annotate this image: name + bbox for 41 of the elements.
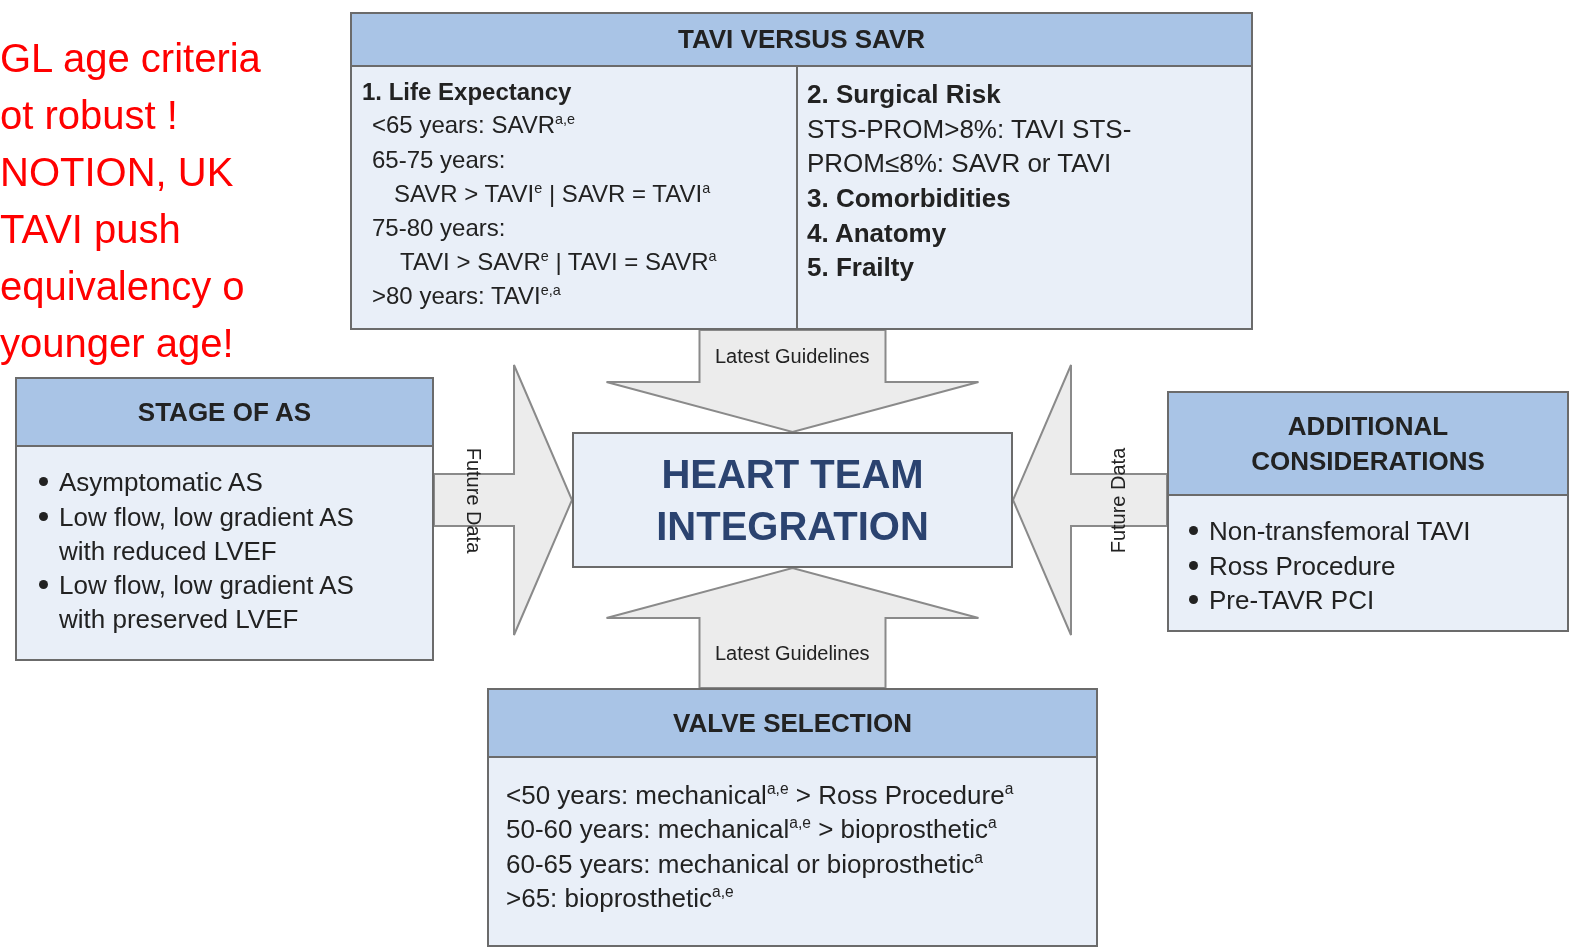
text-line: <65 years: SAVR$^{a,e}$ — [372, 110, 575, 140]
edge-label: Latest Guidelines — [715, 344, 870, 368]
text-line: 65-75 years: — [372, 145, 506, 175]
edge-label: Future Data — [1107, 447, 1131, 553]
considerations-panel — [1167, 391, 1569, 632]
block-arrow — [1011, 364, 1168, 636]
box-heading: VALVE SELECTION — [673, 706, 912, 740]
edge-label: Latest Guidelines — [715, 641, 870, 665]
tavi-savr-panel — [350, 12, 1253, 330]
section-heading: 1. Life Expectancy — [362, 77, 572, 107]
text-line: STS-PROM>8%: TAVI STS-PROM≤8%: SAVR or TAVI — [807, 113, 1133, 180]
box-heading: TAVI VERSUS SAVR — [677, 23, 925, 56]
stage-panel — [15, 377, 434, 661]
list-item: Non-transfemoral TAVI — [1209, 515, 1471, 548]
center-title: HEART TEAM INTEGRATION — [655, 451, 930, 550]
block-arrow — [433, 364, 574, 636]
section-heading: 3. Comorbidities — [807, 182, 1011, 215]
valve-selection-panel — [487, 688, 1098, 947]
annotation-text: GL age criteria ot robust ! NOTION, UK TAVI push equivalency o younger age! — [0, 35, 262, 367]
list-item: Pre-TAVR PCI — [1209, 584, 1375, 617]
section-heading: 4. Anatomy — [807, 217, 947, 250]
heart-team-box — [572, 432, 1013, 568]
text-line: 60-65 years: mechanical or bioprosthetic$^{a}$ — [506, 848, 983, 881]
text-line: <50 years: mechanical$^{a,e}$ > Ross Procedure$^{a}$ — [506, 779, 1014, 812]
list-item: Low flow, low gradient AS with preserved LVEF — [59, 569, 355, 636]
text-line: >65: bioprosthetic$^{a,e}$ — [506, 882, 734, 915]
text-line: 50-60 years: mechanical$^{a,e}$ > bioprosthetic$^{a}$ — [506, 813, 997, 846]
section-heading: 2. Surgical Risk — [807, 78, 1001, 111]
box-heading: ADDITIONAL CONSIDERATIONS — [1250, 409, 1486, 478]
list-item: Low flow, low gradient AS with reduced LVEF — [59, 501, 355, 568]
block-arrow — [605, 329, 980, 434]
text-line: 75-80 years: — [372, 213, 506, 243]
edge-label: Future Data — [462, 447, 486, 553]
text-line: >80 years: TAVI$^{e,a}$ — [372, 281, 561, 311]
block-arrow — [605, 566, 980, 689]
list-item: Asymptomatic AS — [59, 466, 263, 499]
text-line: SAVR > TAVI$^{e}$ | SAVR = TAVI$^{a}$ — [394, 179, 711, 209]
box-heading: STAGE OF AS — [137, 395, 312, 429]
text-line: TAVI > SAVR$^{e}$ | TAVI = SAVR$^{a}$ — [400, 247, 717, 277]
section-heading: 5. Frailty — [807, 251, 914, 284]
list-item: Ross Procedure — [1209, 550, 1396, 583]
